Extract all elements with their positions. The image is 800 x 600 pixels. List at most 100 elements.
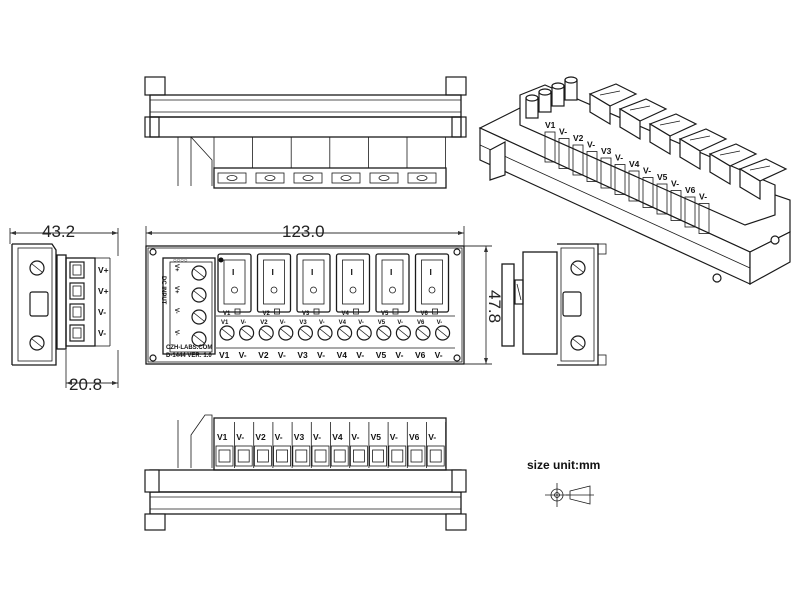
input-terminal-label: V- (173, 308, 179, 314)
channel-small-label: V3 (302, 311, 310, 317)
channel-screw-slot (280, 328, 292, 338)
bottom-terminal-box (349, 445, 368, 467)
iso-terminal-label: V- (699, 192, 707, 202)
bottom-terminal-inner (314, 449, 327, 463)
switch-off-mark (428, 286, 436, 294)
iso-terminal-label: V2 (573, 133, 584, 143)
input-screw-slot (193, 290, 205, 300)
bottom-terminal-inner (391, 449, 404, 463)
rocker-switch (217, 253, 252, 313)
iso-terminal-box (684, 196, 696, 228)
side-view-right (501, 243, 607, 366)
input-screw-slot (193, 312, 205, 322)
side-terminal-label: V+ (98, 286, 109, 296)
channel-screw-slot (300, 328, 311, 338)
channel-screw-slot (358, 328, 370, 338)
channel-screw-slot (241, 328, 252, 338)
bottom-terminal-box (369, 445, 388, 467)
iso-terminal-box (614, 164, 626, 195)
channel-small-label: V4 (342, 311, 350, 317)
channel-top-label: V- (437, 320, 443, 326)
bottom-terminal-box (426, 445, 445, 467)
channel-led (313, 308, 320, 315)
iso-terminal-label: V- (671, 179, 679, 189)
channel-terminal-label: V5 (376, 350, 387, 360)
channel-terminal-label: V- (239, 350, 247, 360)
channel-terminal-label: V6 (415, 350, 426, 360)
channel-screw-slot (437, 328, 448, 338)
side-terminal-label: V- (98, 328, 106, 338)
iso-terminal-label: V3 (601, 146, 612, 156)
bottom-terminal-label: V2 (255, 432, 266, 442)
bottom-terminal-inner (372, 449, 385, 463)
rocker-inner (342, 259, 364, 305)
channel-top-label: V2 (260, 320, 268, 326)
bottom-terminal-box (311, 445, 330, 467)
bottom-terminal-box (292, 445, 311, 467)
top-slot-hole (416, 175, 428, 181)
input-terminal-label: V+ (173, 264, 179, 272)
channel-top-label: V3 (299, 320, 307, 326)
front-view: ○○○○ V+V+V-V- DC INPUT CZH-LABS.COM D-14… (145, 245, 465, 365)
channel-screw-slot (378, 328, 390, 338)
isometric-view: V1V-V2V-V3V-V4V-V5V-V6V- (478, 76, 791, 286)
iso-switch-mark (629, 105, 651, 111)
bottom-terminal-label: V- (351, 432, 359, 442)
iso-terminal-label: V- (643, 166, 651, 176)
channel-screw-slot (260, 328, 272, 338)
unit-legend: size unit:mm (527, 458, 600, 507)
rocker-switch (375, 253, 410, 313)
input-terminal-label: V+ (173, 286, 179, 294)
top-slot-hole (378, 175, 390, 181)
side-terminal-box (69, 261, 85, 279)
channel-terminal-label: V- (435, 350, 443, 360)
iso-terminal-box (586, 151, 598, 182)
iso-terminal-label: V6 (685, 185, 696, 195)
channel-led (432, 308, 438, 315)
top-slot-hole (340, 175, 352, 181)
bottom-terminal-box (273, 445, 292, 467)
top-view (144, 76, 467, 189)
bottom-terminal-box (407, 445, 426, 467)
channel-screw-slot (319, 328, 331, 338)
channel-top-label: V- (280, 320, 286, 326)
iso-terminal-box (698, 203, 710, 234)
dim-43-2: 43.2 (42, 222, 75, 241)
top-slot (407, 172, 437, 184)
input-terminal-label: V- (173, 330, 179, 336)
bottom-terminal-box (388, 445, 407, 467)
channel-top-label: V- (319, 320, 325, 326)
top-slot (293, 172, 323, 184)
iso-terminal-box (544, 131, 556, 163)
channel-small-label: V2 (263, 311, 271, 317)
dimension-height: 47.8 (464, 245, 504, 365)
iso-input-post-top (538, 88, 552, 96)
dim-47-8: 47.8 (485, 290, 504, 323)
channel-top-label: V5 (378, 320, 386, 326)
channel-terminal-label: V- (317, 350, 325, 360)
rocker-inner (263, 259, 285, 305)
bottom-terminal-inner (256, 449, 269, 463)
dimension-length: 123.0 (145, 222, 465, 246)
top-slot (255, 172, 285, 184)
dimension-side-width: 43.2 (9, 222, 119, 256)
side-terminal-box (69, 303, 85, 321)
switch-off-mark (231, 286, 238, 294)
dimension-side-depth: 20.8 (65, 350, 119, 394)
input-screw-slot (193, 334, 205, 344)
model-line1: CZH-LABS.COM (166, 345, 212, 351)
side-terminal-inner (72, 285, 82, 297)
iso-terminal-box (628, 170, 640, 202)
dc-input-label: DC INPUT (160, 276, 166, 305)
rocker-inner (302, 259, 325, 305)
channel-top-label: V- (241, 320, 247, 326)
bottom-terminal-label: V5 (371, 432, 382, 442)
mount-holes-mark: ○○○○ (173, 258, 188, 264)
rocker-inner (381, 259, 404, 305)
channel-led (392, 308, 399, 315)
iso-terminal-label: V5 (657, 172, 668, 182)
top-slot (331, 172, 361, 184)
bottom-terminal-label: V- (236, 432, 244, 442)
iso-terminal-box (558, 138, 570, 169)
